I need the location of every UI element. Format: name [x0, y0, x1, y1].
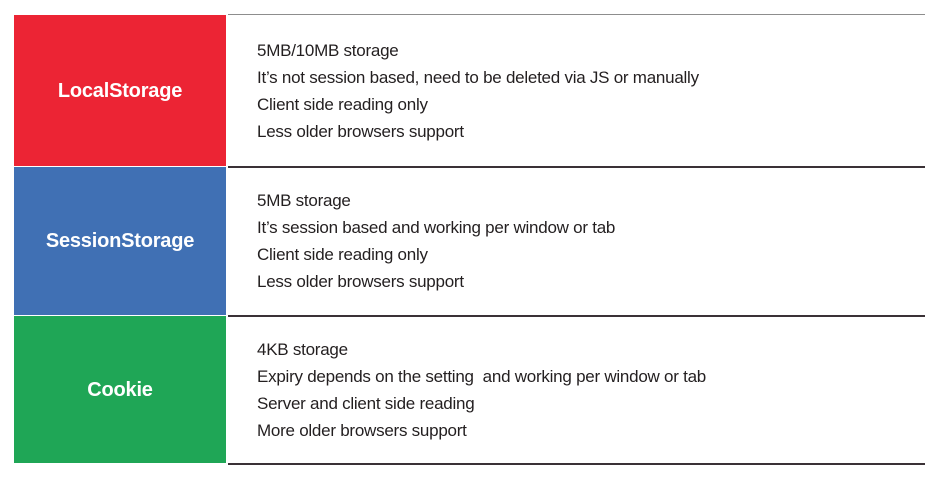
table-row: Cookie 4KB storage Expiry depends on the…	[14, 316, 925, 463]
table-row: SessionStorage 5MB storage It’s session …	[14, 167, 925, 315]
row-description-list: 5MB/10MB storage It’s not session based,…	[257, 37, 925, 145]
table-row: LocalStorage 5MB/10MB storage It’s not s…	[14, 15, 925, 166]
row-label-cookie: Cookie	[87, 378, 153, 401]
description-line: 5MB/10MB storage	[257, 40, 399, 60]
table-rule-1	[228, 166, 925, 168]
description-line: Client side reading only	[257, 94, 428, 114]
row-description-list: 5MB storage It’s session based and worki…	[257, 187, 925, 295]
row-description-list: 4KB storage Expiry depends on the settin…	[257, 336, 925, 444]
description-line: It’s session based and working per windo…	[257, 218, 616, 237]
table-rule-2	[228, 315, 925, 317]
table-rule-top	[228, 14, 925, 15]
description-line: Less older browsers support	[257, 272, 464, 291]
description-line: Server and client side reading	[257, 393, 475, 413]
description-line: Less older browsers support	[257, 121, 464, 141]
table-rule-3	[228, 463, 925, 465]
description-line: 5MB storage	[257, 191, 351, 210]
description-line: Expiry depends on the setting and workin…	[257, 366, 706, 386]
description-line: More older browsers support	[257, 420, 467, 440]
row-label-sessionstorage: SessionStorage	[45, 230, 195, 252]
row-label-localstorage: LocalStorage	[57, 79, 183, 102]
row-label-cell-localstorage: LocalStorage	[14, 15, 226, 166]
description-line: Client side reading only	[257, 245, 428, 264]
row-description-cell-cookie: 4KB storage Expiry depends on the settin…	[243, 316, 925, 463]
row-description-cell-localstorage: 5MB/10MB storage It’s not session based,…	[243, 15, 925, 166]
description-line: 4KB storage	[257, 339, 348, 359]
row-description-cell-sessionstorage: 5MB storage It’s session based and worki…	[243, 167, 925, 315]
description-line: It’s not session based, need to be delet…	[257, 67, 699, 87]
row-label-cell-sessionstorage: SessionStorage	[14, 167, 226, 315]
row-label-cell-cookie: Cookie	[14, 316, 226, 463]
